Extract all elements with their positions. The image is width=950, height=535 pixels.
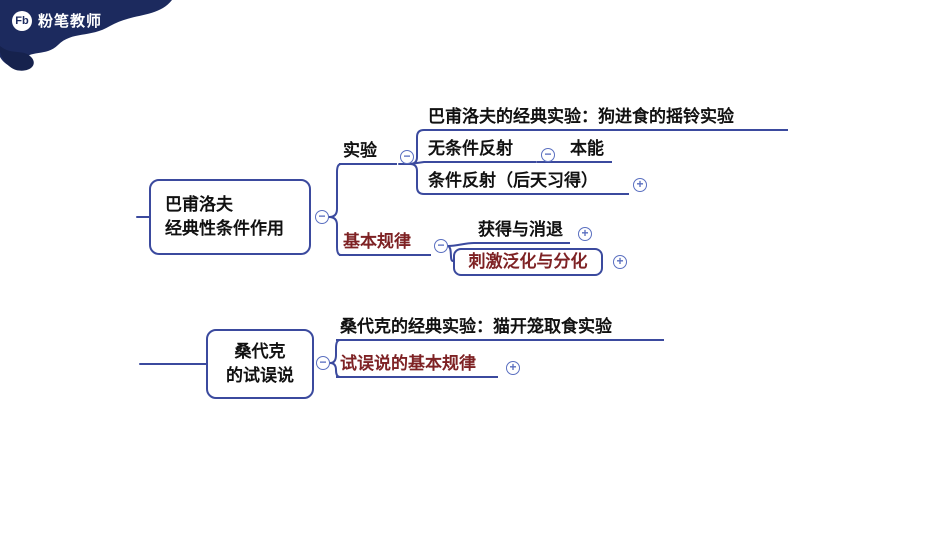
brand-logo-text: 粉笔教师 (38, 13, 103, 30)
node-acquisition-extinction[interactable]: 获得与消退 (474, 220, 570, 244)
node-trial-error-rules[interactable]: 试误说的基本规律 (336, 354, 498, 378)
node-pavlov-root-line2: 经典性条件作用 (165, 219, 284, 238)
expand-icon-trial-error-rules[interactable]: + (506, 361, 520, 375)
brand-logo-icon: Fb (12, 10, 32, 31)
node-experiment[interactable]: 实验 (339, 141, 397, 165)
expand-icon-acquisition[interactable]: + (578, 227, 592, 241)
node-pavlov-root-line1: 巴甫洛夫 (165, 195, 233, 214)
brand-logo: Fb 粉笔教师 (12, 10, 102, 31)
expand-icon-conditioned[interactable]: + (633, 178, 647, 192)
node-pavlov-classic-experiment[interactable]: 巴甫洛夫的经典实验：狗进食的摇铃实验 (424, 107, 788, 131)
brand-banner-wave (0, 0, 172, 71)
collapse-icon-pavlov-root[interactable]: − (315, 210, 329, 224)
node-conditioned-reflex[interactable]: 条件反射（后天习得） (424, 171, 629, 195)
node-pavlov-root[interactable]: 巴甫洛夫 经典性条件作用 (149, 179, 311, 255)
collapse-icon-experiment[interactable]: − (400, 150, 414, 164)
node-stimulus-generalization-label: 刺激泛化与分化 (468, 252, 588, 271)
collapse-icon-unconditioned[interactable]: − (541, 148, 555, 162)
node-thorndike-classic-experiment[interactable]: 桑代克的经典实验：猫开笼取食实验 (336, 317, 664, 341)
node-thorndike-root[interactable]: 桑代克 的试误说 (206, 329, 314, 399)
node-basic-rules[interactable]: 基本规律 (339, 232, 431, 256)
node-instinct[interactable]: 本能 (566, 139, 612, 163)
line-root1-to-rules (328, 216, 342, 256)
line-root1-to-experiment (328, 163, 342, 218)
node-stimulus-generalization[interactable]: 刺激泛化与分化 (453, 248, 603, 276)
node-thorndike-root-line1: 桑代克 (234, 342, 286, 361)
collapse-icon-thorndike-root[interactable]: − (316, 356, 330, 370)
collapse-icon-basic-rules[interactable]: − (434, 239, 448, 253)
line-rules-to-acquisition (447, 242, 475, 247)
node-unconditioned-reflex[interactable]: 无条件反射 (424, 139, 536, 163)
expand-icon-generalization[interactable]: + (613, 255, 627, 269)
line-rules-to-generalization (447, 245, 454, 262)
line-experiment-to-conditioned (409, 163, 425, 195)
node-thorndike-root-line2: 的试误说 (226, 366, 294, 385)
